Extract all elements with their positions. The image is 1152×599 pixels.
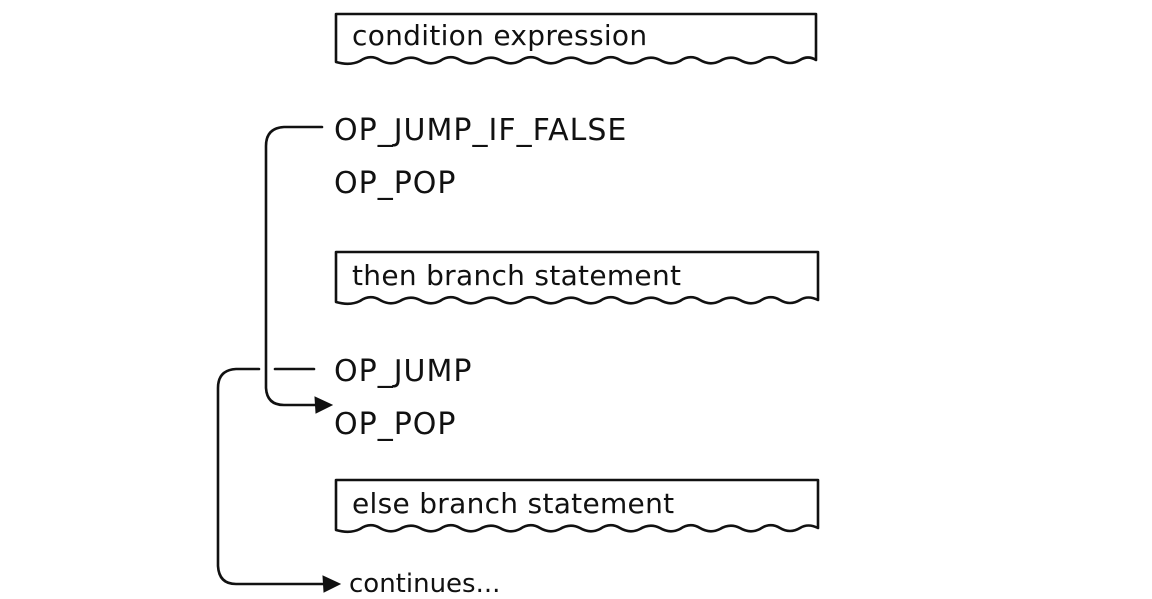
condition-expression-box: condition expression <box>334 12 818 66</box>
else-box-outline <box>334 478 820 534</box>
jump-if-false-arrow <box>264 125 334 414</box>
condition-expression-label: condition expression <box>352 19 647 52</box>
op-pop-label-1: OP_POP <box>334 166 457 201</box>
op-jump-label: OP_JUMP <box>334 354 472 389</box>
else-branch-label: else branch statement <box>352 487 674 520</box>
op-jump-if-false-label: OP_JUMP_IF_FALSE <box>334 113 627 148</box>
else-branch-box: else branch statement <box>334 478 820 534</box>
jump-arrow-line <box>216 367 328 586</box>
jump-if-false-arrow-line <box>264 125 324 407</box>
then-branch-box: then branch statement <box>334 250 820 306</box>
jump-arrowhead <box>322 575 342 593</box>
then-branch-label: then branch statement <box>352 259 681 292</box>
continues-label: continues... <box>349 569 500 599</box>
then-box-outline <box>334 250 820 306</box>
jump-arrow <box>216 367 342 593</box>
condition-box-outline <box>334 12 818 66</box>
jump-if-false-arrowhead <box>314 396 334 414</box>
op-pop-label-2: OP_POP <box>334 407 457 442</box>
